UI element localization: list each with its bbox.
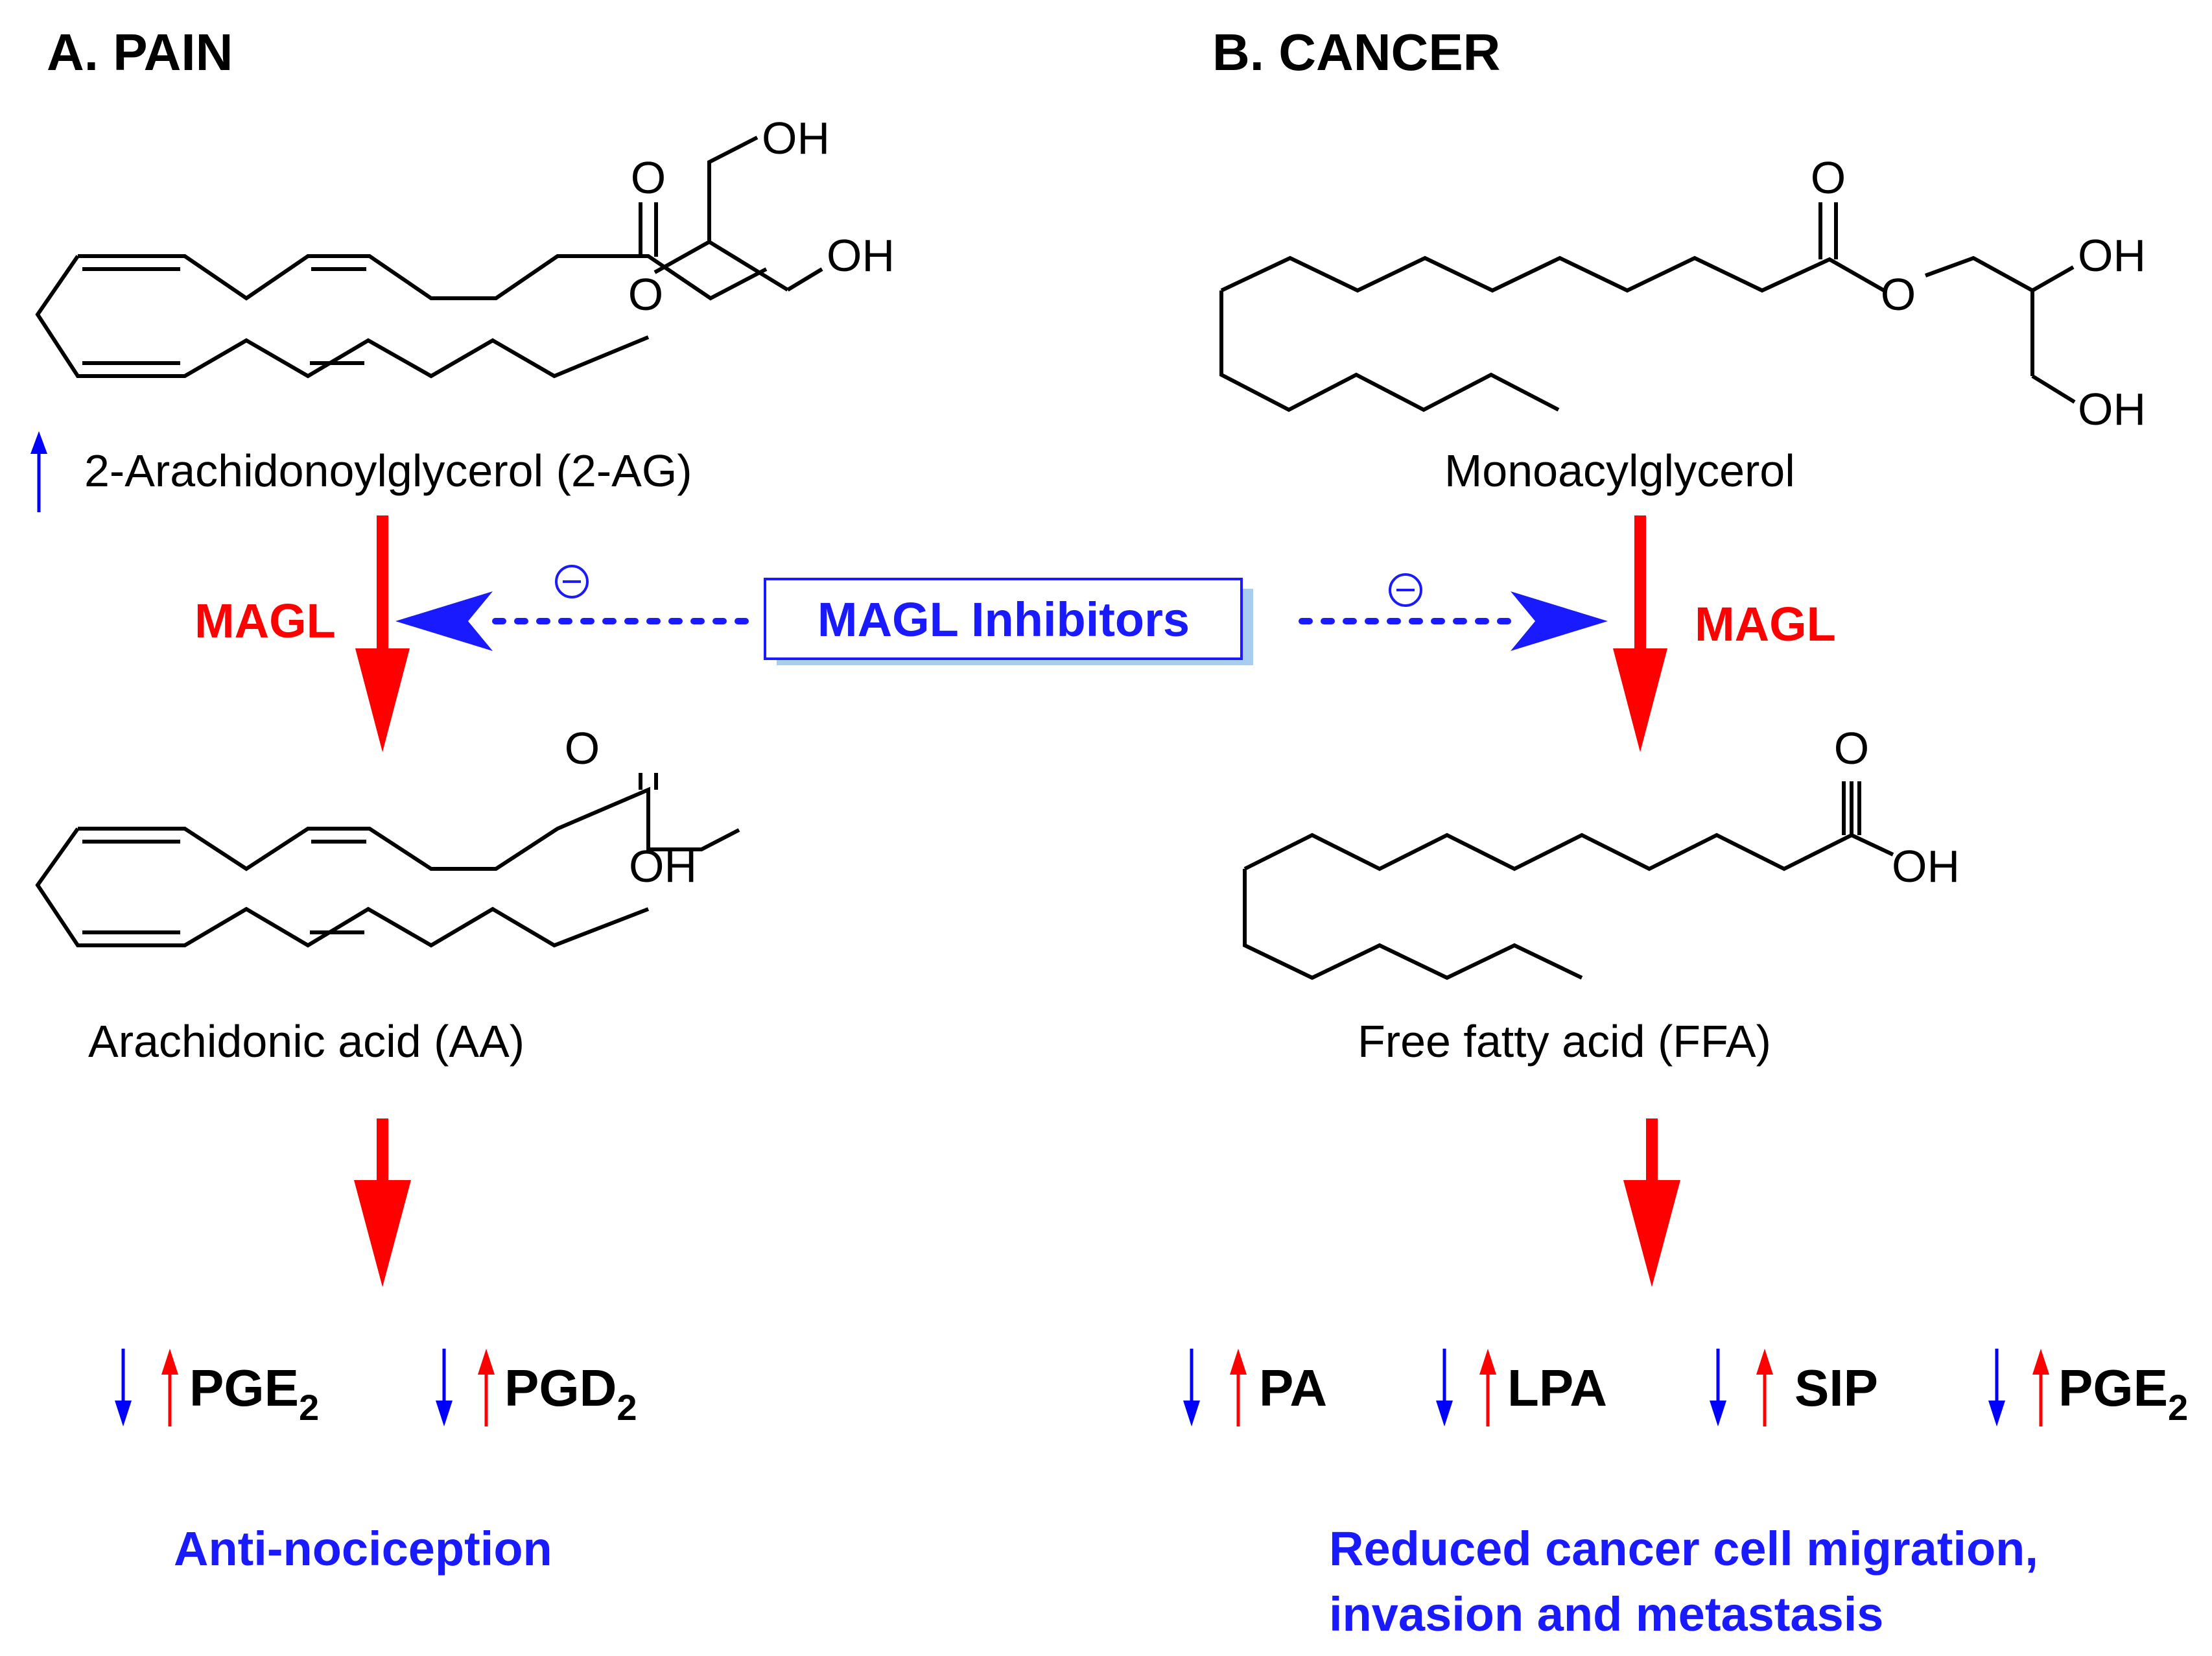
atom-oh-2-2ag: OH: [827, 230, 895, 281]
reaction-arrow-cancer-2: [1623, 1118, 1680, 1287]
circled-minus-icon-right: [1389, 573, 1422, 607]
metabolite-name: PGE: [2058, 1359, 2168, 1417]
metabolite-sip-cancer: SIP: [1710, 1349, 1878, 1426]
atom-oh-1-mag: OH: [2078, 230, 2146, 281]
reaction-arrow-cancer-1: [1613, 515, 1667, 752]
inhibitor-box: MAGL Inhibitors: [764, 578, 1253, 665]
metabolite-name: PGE: [189, 1359, 299, 1417]
atom-o-ester-2ag: O: [628, 269, 663, 320]
structure-arachidonic-acid: O OH: [35, 723, 740, 948]
structure-free-fatty-acid: O OH: [1243, 723, 1960, 980]
reaction-arrow-pain-2: [354, 1118, 411, 1287]
svg-text:PGD2: PGD2: [504, 1359, 637, 1428]
atom-o-carbonyl-aa: O: [565, 723, 600, 774]
svg-text:PGE2: PGE2: [189, 1359, 319, 1428]
metabolite-pge2-cancer: PGE2: [1988, 1349, 2188, 1428]
structure-monoacylglycerol: O O OH OH: [1219, 152, 2146, 434]
metabolite-name: LPA: [1507, 1359, 1607, 1417]
atom-oh-ffa: OH: [1892, 841, 1960, 892]
atom-oh-2-mag: OH: [2078, 384, 2146, 434]
structure-2-ag: O O OH OH: [35, 113, 895, 379]
small-blue-up-arrow: [30, 431, 47, 512]
enzyme-label-pain: MAGL: [194, 594, 336, 648]
inhibition-arrow-right: [1299, 591, 1608, 651]
metabolite-name: PA: [1259, 1359, 1327, 1417]
metabolite-pgd2-pain: PGD2: [436, 1349, 637, 1428]
inhibition-arrow-left: [395, 591, 749, 651]
inhibitor-label: MAGL Inhibitors: [818, 593, 1190, 646]
reaction-arrow-pain-1: [355, 515, 410, 752]
atom-o-carbonyl-2ag: O: [631, 152, 666, 203]
panel-b-header: B. CANCER: [1212, 23, 1500, 81]
enzyme-label-cancer: MAGL: [1695, 597, 1836, 651]
metabolite-pge2-pain: PGE2: [115, 1349, 319, 1428]
label-free-fatty-acid: Free fatty acid (FFA): [1358, 1016, 1771, 1067]
metabolite-lpa-cancer: LPA: [1436, 1349, 1607, 1426]
metabolite-name: PGD: [504, 1359, 617, 1417]
label-2-ag: 2-Arachidonoylglycerol (2-AG): [84, 445, 692, 496]
label-monoacylglycerol: Monoacylglycerol: [1444, 445, 1795, 496]
svg-text:PGE2: PGE2: [2058, 1359, 2188, 1428]
metabolite-pa-cancer: PA: [1183, 1349, 1327, 1426]
effect-pain: Anti-nociception: [174, 1522, 552, 1576]
atom-oh-aa: OH: [629, 841, 697, 892]
atom-o-carbonyl-mag: O: [1811, 152, 1846, 203]
metabolite-subscript: 2: [2168, 1387, 2188, 1428]
effect-cancer-line1: Reduced cancer cell migration,: [1329, 1522, 2038, 1576]
atom-oh-1-2ag: OH: [762, 113, 830, 163]
metabolite-name: SIP: [1794, 1359, 1878, 1417]
effect-cancer-line2: invasion and metastasis: [1329, 1587, 1883, 1641]
circled-minus-icon-left: [555, 565, 589, 598]
panel-a-header: A. PAIN: [47, 23, 233, 81]
label-arachidonic-acid: Arachidonic acid (AA): [88, 1016, 524, 1067]
metabolite-subscript: 2: [299, 1387, 319, 1428]
metabolite-subscript: 2: [617, 1387, 637, 1428]
atom-o-carbonyl-ffa: O: [1834, 723, 1869, 774]
atom-o-ester-mag: O: [1881, 269, 1916, 320]
